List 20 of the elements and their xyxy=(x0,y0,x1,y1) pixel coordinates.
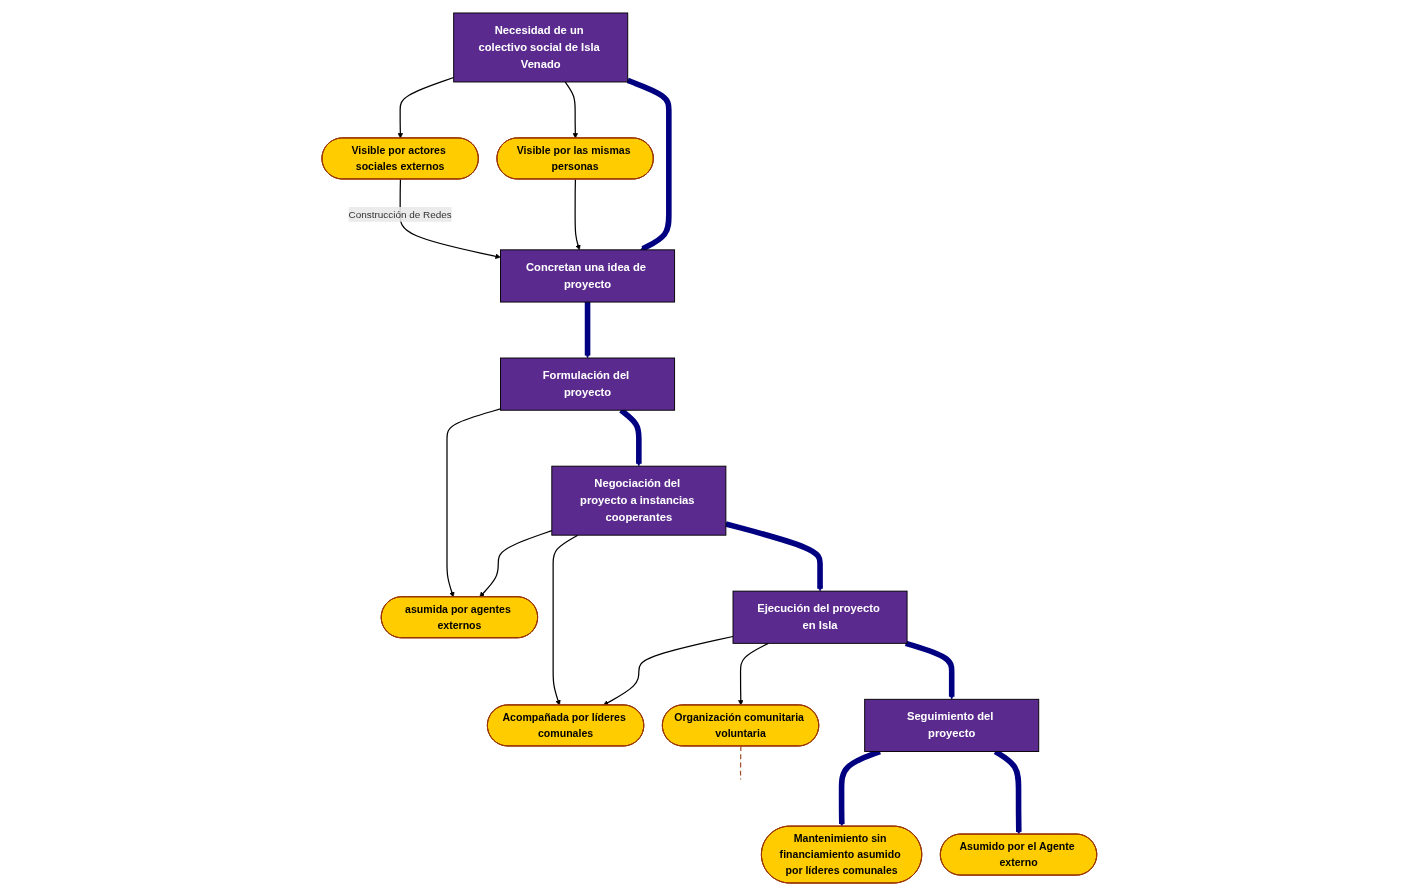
connector xyxy=(739,745,742,781)
arrow xyxy=(904,640,955,700)
arrow xyxy=(564,81,578,139)
arrow xyxy=(602,635,734,706)
node-box: Negociación del proyecto a instancias cooperantes xyxy=(551,465,726,536)
node-box: Seguimiento del proyecto xyxy=(863,698,1039,752)
arrow xyxy=(399,178,501,259)
arrow xyxy=(446,408,501,598)
arrow xyxy=(584,301,590,359)
edge-label: Construcción de Redes xyxy=(348,208,452,220)
node-box: Necesidad de un colectivo social de Isla Venado xyxy=(452,12,628,83)
arrow xyxy=(724,521,823,592)
node-box: Concretan una idea de proyecto xyxy=(499,249,675,303)
arrow xyxy=(574,178,581,251)
arrow xyxy=(479,530,553,598)
arrow xyxy=(737,642,769,706)
arrow xyxy=(552,534,579,706)
node-box: Ejecución del proyecto en Isla xyxy=(732,590,908,644)
node-box: Formulación del proyecto xyxy=(499,357,675,411)
arrow xyxy=(397,76,454,139)
